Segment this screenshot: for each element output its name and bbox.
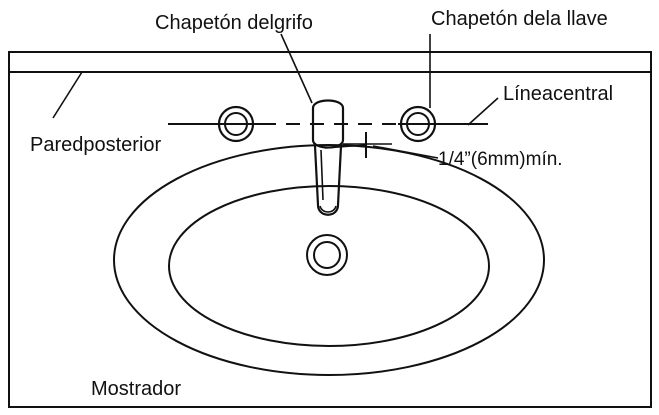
faucet-spout [311, 99, 345, 216]
left-handle-escutcheon [217, 105, 255, 143]
sink-outer-rim [113, 144, 545, 376]
clearance-label: 1/4”(6mm)mín. [438, 149, 563, 170]
back-wall-label: Paredposterior [30, 134, 162, 156]
faucet-escutcheon-label: Chapetón delgrifo [155, 12, 313, 34]
countertop-outline [8, 51, 652, 408]
countertop-label: Mostrador [91, 378, 181, 400]
right-handle-escutcheon [399, 105, 437, 143]
clearance-marker [324, 132, 392, 158]
faucet-leader-line [280, 33, 313, 104]
centerline-label: Líneacentral [503, 83, 613, 105]
handle-escutcheon-label: Chapetón dela llave [431, 8, 608, 30]
drain-inner [313, 241, 341, 269]
drain-outer [306, 234, 348, 276]
back-wall-leader-line [52, 71, 83, 119]
sink-inner-basin [168, 185, 490, 347]
centerline-leader-line [467, 97, 499, 126]
clearance-leader-line [372, 145, 439, 159]
